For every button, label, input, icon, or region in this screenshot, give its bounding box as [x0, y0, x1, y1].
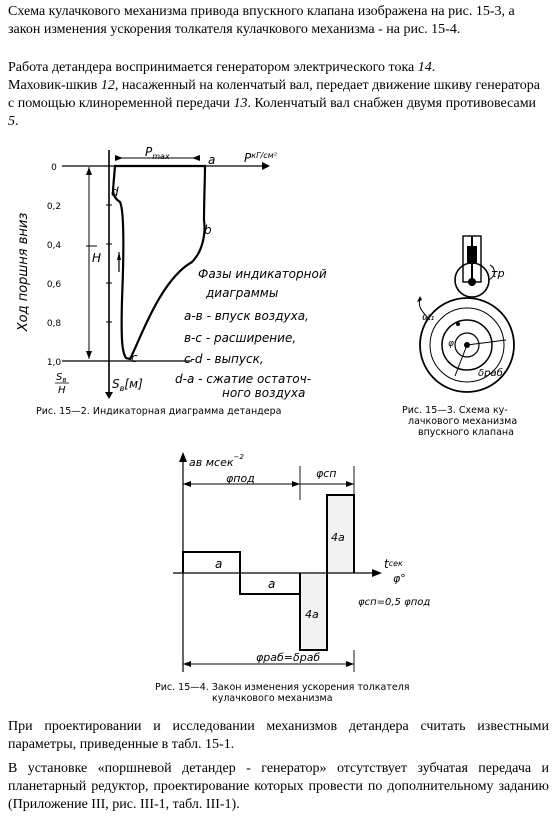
- fig4-a-pos: a: [215, 557, 222, 571]
- fig2-y-tick-label: 0,6: [47, 280, 62, 290]
- fig2-y-tick-label: 0: [51, 163, 57, 173]
- fig2-legend-title-1: Фазы индикаторной: [198, 267, 327, 281]
- fig2-legend-line-4: d-а - сжатие остаточ-: [175, 372, 311, 386]
- fig4-4a-pos: 4a: [331, 531, 345, 544]
- intro-paragraph: Схема кулачкового механизма привода впус…: [8, 4, 515, 37]
- fig2-pmax-label: Pmax: [145, 145, 170, 161]
- fig2-legend-title-2: диаграммы: [205, 286, 278, 300]
- generator-paragraph: Работа детандера воспринимается генерато…: [8, 60, 436, 75]
- fig2-legend-line-2: в-с - расширение,: [184, 331, 296, 345]
- fig2-legend-line-5: ного воздуха: [222, 386, 305, 400]
- fig3-delta-label: δраб: [478, 367, 503, 379]
- point-a-label: a: [208, 153, 215, 167]
- fig2-y-tick-label: 0,2: [47, 202, 61, 212]
- acceleration-diagram: aв мсек−2 tсек φ° φпод φсп a a 4a 4a φсп…: [155, 452, 430, 704]
- fig2-y-tick-label: 1,0: [47, 358, 62, 368]
- point-d-label: d: [111, 185, 119, 199]
- fig3-caption-2: лачкового механизма: [408, 416, 517, 427]
- fig4-4a-neg: 4a: [305, 608, 319, 621]
- fig2-sb-label: Sв[м]: [112, 377, 143, 393]
- fig2-p-axis-label: PкГ/см²: [244, 151, 278, 165]
- fig2-legend-line-3: с-d - выпуск,: [184, 352, 264, 366]
- fig3-tau-label: τр: [491, 267, 505, 280]
- fig4-x-label-phi: φ°: [393, 572, 406, 585]
- fig4-a-neg: a: [268, 577, 275, 591]
- design-paragraph: При проектировании и исследовании механи…: [8, 719, 549, 752]
- fig4-relation: φсп=0,5 φпод: [358, 597, 430, 608]
- point-c-label: c: [131, 351, 138, 365]
- fig3-caption-3: впускного клапана: [418, 427, 514, 438]
- fig3-omega-label: ω₁: [422, 312, 434, 323]
- fig4-x-label-t: tсек: [384, 557, 403, 571]
- fig4-caption-1: Рис. 15—4. Закон изменения ускорения тол…: [155, 682, 409, 693]
- installation-paragraph: В установке «поршневой детандер - генера…: [8, 761, 549, 812]
- fig2-ratio-num: Sв: [56, 372, 67, 384]
- fig2-y-tick-label: 0,8: [47, 319, 62, 329]
- fig4-phi-pod: φпод: [226, 472, 255, 485]
- indicator-diagram: 00,20,40,60,81,0 Ход поршня вниз H Pmax …: [16, 145, 327, 417]
- fig3-caption-1: Рис. 15—3. Схема ку-: [402, 405, 508, 416]
- fig2-y-tick-label: 0,4: [47, 241, 62, 251]
- fig2-y-axis-title: Ход поршня вниз: [16, 213, 31, 333]
- fig2-h-label: H: [92, 251, 101, 265]
- cam-mechanism-scheme: τр ω₁ φ δраб Рис. 15—3. Схема ку- лачков…: [402, 235, 517, 438]
- flywheel-paragraph: Маховик-шкив 12, насаженный на коленчаты…: [8, 78, 540, 129]
- point-b-label: b: [204, 223, 212, 237]
- fig4-y-label: aв мсек−2: [189, 453, 244, 469]
- indicator-curve: [111, 164, 207, 361]
- fig4-phi-sp: φсп: [316, 467, 337, 480]
- fig4-phi-rab: φраб=δраб: [256, 651, 320, 664]
- fig3-phi-label: φ: [448, 339, 454, 349]
- fig2-legend-line-1: а-в - впуск воздуха,: [184, 309, 309, 323]
- fig4-caption-2: кулачкового механизма: [212, 693, 333, 704]
- fig2-caption: Рис. 15—2. Индикаторная диаграмма детанд…: [36, 406, 281, 417]
- fig2-ratio-den: H: [58, 385, 66, 396]
